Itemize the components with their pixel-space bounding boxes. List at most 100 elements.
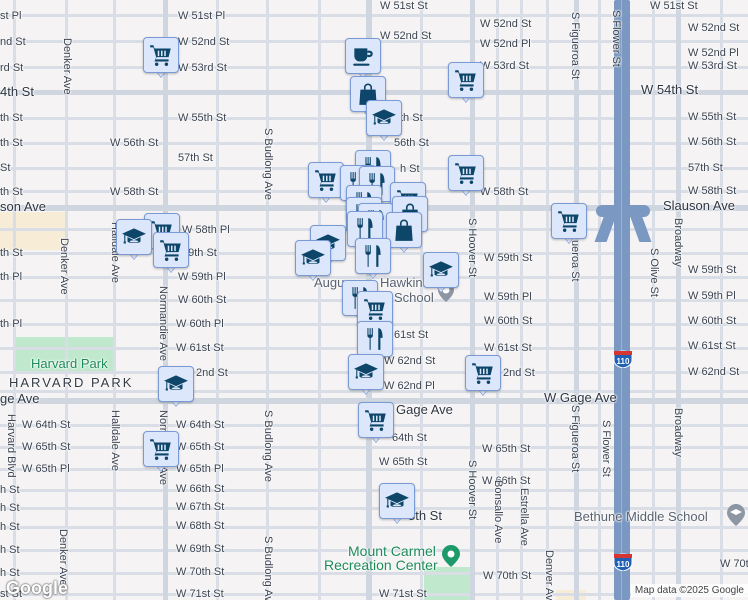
hawkins-school-label-part2[interactable]: Hawkins bbox=[380, 275, 430, 290]
marker-box[interactable] bbox=[358, 402, 394, 438]
school-marker[interactable] bbox=[295, 240, 331, 284]
mount-carmel-label-line2[interactable]: Recreation Center bbox=[324, 557, 438, 573]
park-place-pin[interactable] bbox=[442, 545, 460, 572]
street-label: W 54th St bbox=[641, 82, 699, 97]
marker-box[interactable] bbox=[295, 240, 331, 276]
harvard-park-label[interactable]: Harvard Park bbox=[31, 356, 108, 371]
grocery-marker[interactable] bbox=[448, 155, 484, 199]
street-road bbox=[0, 593, 748, 596]
marker-box[interactable] bbox=[345, 38, 381, 74]
school-marker[interactable] bbox=[158, 366, 194, 410]
street-road bbox=[0, 142, 748, 145]
i-110-freeway bbox=[614, 0, 630, 600]
street-label: W 64th St bbox=[176, 419, 225, 431]
grocery-marker[interactable] bbox=[551, 203, 587, 247]
shopping-cart-icon bbox=[148, 42, 174, 68]
school-marker[interactable] bbox=[379, 483, 415, 527]
shopping-cart-icon bbox=[148, 436, 174, 462]
marker-box[interactable] bbox=[465, 355, 501, 391]
street-label: th Pl bbox=[0, 318, 23, 330]
street-road bbox=[0, 468, 748, 471]
hawkins-school-label-part3[interactable]: School bbox=[394, 290, 434, 305]
shopping-cart-icon bbox=[363, 407, 389, 433]
street-label: W 53rd St bbox=[178, 62, 227, 74]
marker-box[interactable] bbox=[366, 100, 402, 136]
street-label: ge Ave bbox=[0, 391, 40, 406]
marker-box[interactable] bbox=[448, 62, 484, 98]
graduation-cap-icon bbox=[300, 245, 326, 271]
street-road bbox=[0, 507, 748, 510]
google-logo[interactable]: Google bbox=[6, 578, 68, 598]
street-label: W 60th St bbox=[688, 315, 737, 327]
restaurant-marker[interactable] bbox=[355, 238, 391, 282]
street-label: st St bbox=[0, 588, 23, 600]
grocery-marker[interactable] bbox=[153, 232, 189, 276]
school-marker[interactable] bbox=[366, 100, 402, 144]
marker-box[interactable] bbox=[448, 155, 484, 191]
street-label: St bbox=[0, 162, 11, 174]
grocery-marker[interactable] bbox=[308, 162, 344, 206]
street-label: W 59th Pl bbox=[484, 291, 532, 303]
avenue-road bbox=[266, 0, 269, 600]
street-label: W 67th St bbox=[176, 501, 225, 513]
shopping-marker[interactable] bbox=[386, 212, 422, 256]
avenue-road bbox=[216, 0, 219, 600]
street-label: h St bbox=[0, 544, 20, 556]
map-attribution[interactable]: Map data ©2025 Google bbox=[630, 584, 748, 597]
street-label: W 59th Pl bbox=[688, 290, 736, 302]
street-label-vertical: Denver Ave bbox=[543, 550, 555, 600]
street-label: W 59th St bbox=[688, 264, 737, 276]
grocery-marker[interactable] bbox=[358, 402, 394, 446]
school-marker[interactable] bbox=[348, 354, 384, 398]
shopping-bag-icon bbox=[391, 217, 417, 243]
marker-box[interactable] bbox=[348, 354, 384, 390]
graduation-cap-icon bbox=[384, 488, 410, 514]
svg-text:110: 110 bbox=[617, 560, 630, 569]
avenue-road bbox=[318, 0, 321, 600]
mount-carmel-label-line1[interactable]: Mount Carmel bbox=[348, 543, 436, 559]
marker-box[interactable] bbox=[116, 219, 152, 255]
street-label: W 53rd St bbox=[688, 60, 737, 72]
hawkins-school-label-part1[interactable]: Augu bbox=[314, 275, 345, 290]
street-label: W 70th St bbox=[176, 566, 225, 578]
street-label: W 58th St bbox=[110, 186, 159, 198]
marker-box[interactable] bbox=[143, 431, 179, 467]
broadway-road bbox=[676, 0, 681, 600]
bethune-middle-school-label[interactable]: Bethune Middle School bbox=[574, 509, 708, 524]
grocery-marker[interactable] bbox=[143, 431, 179, 475]
marker-box[interactable] bbox=[386, 212, 422, 248]
s-hoover-st-road bbox=[470, 0, 475, 600]
marker-box[interactable] bbox=[423, 252, 459, 288]
marker-box[interactable] bbox=[143, 37, 179, 73]
street-label-vertical: S Hoover St bbox=[466, 218, 478, 278]
street-label: W 62nd Pl bbox=[384, 380, 435, 392]
street-label: W 61st St bbox=[176, 342, 224, 354]
fork-knife-icon bbox=[360, 243, 386, 269]
marker-box[interactable] bbox=[355, 238, 391, 274]
avenue-road bbox=[496, 0, 499, 600]
grocery-marker[interactable] bbox=[143, 37, 179, 81]
street-label: st Pl bbox=[0, 10, 22, 22]
grocery-marker[interactable] bbox=[465, 355, 501, 399]
bethune-school-pin[interactable] bbox=[727, 504, 745, 531]
street-label: th Pl bbox=[0, 271, 23, 283]
street-label: 4th St bbox=[0, 84, 34, 99]
marker-box[interactable] bbox=[357, 321, 393, 357]
freeway-lane-divider bbox=[621, 0, 622, 600]
street-label: th St bbox=[0, 247, 23, 259]
cafe-marker[interactable] bbox=[345, 38, 381, 82]
fork-knife-icon bbox=[352, 216, 378, 242]
marker-box[interactable] bbox=[153, 232, 189, 268]
marker-box[interactable] bbox=[551, 203, 587, 239]
street-label: rd St bbox=[0, 62, 24, 74]
marker-box[interactable] bbox=[308, 162, 344, 198]
school-marker[interactable] bbox=[423, 252, 459, 296]
grocery-marker[interactable] bbox=[448, 62, 484, 106]
marker-box[interactable] bbox=[379, 483, 415, 519]
street-label-vertical: Denker Ave bbox=[58, 238, 70, 295]
street-label: W 55th St bbox=[178, 112, 227, 124]
marker-box[interactable] bbox=[158, 366, 194, 402]
school-marker[interactable] bbox=[116, 219, 152, 263]
graduation-cap-icon bbox=[371, 105, 397, 131]
